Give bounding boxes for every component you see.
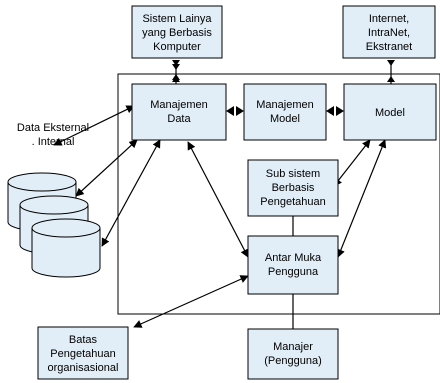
box-batas-line2: Pengetahuan (50, 348, 115, 360)
database-cylinder-3 (31, 218, 101, 278)
box-antar-muka-line2: Pengguna (268, 266, 319, 278)
box-batas-line1: Batas (69, 334, 98, 346)
data-label-line1: Data Eksternal (17, 122, 89, 134)
box-manajemen-model: Manajemen Model (243, 83, 327, 141)
box-manajer: Manajer (Pengguna) (247, 328, 339, 380)
data-label-line2: . Internal (32, 136, 75, 148)
box-manajemen-data: Manajemen Data (131, 83, 227, 141)
connectors (53, 60, 395, 329)
box-manajemen-model-line1: Manajemen (256, 99, 313, 111)
box-manajer-line1: Manajer (273, 341, 313, 353)
box-model: Model (343, 83, 437, 141)
box-internet-line2: IntraNet, (368, 27, 410, 39)
box-manajer-line2: (Pengguna) (264, 355, 322, 367)
box-sistem-lain-line2: yang Berbasis (142, 27, 212, 39)
box-sistem-lain-line3: Komputer (153, 41, 201, 53)
box-batas-line3: organisasional (48, 362, 119, 374)
box-model-line1: Model (375, 107, 405, 119)
box-manajemen-data-line2: Data (167, 113, 191, 125)
box-manajemen-data-line1: Manajemen (150, 99, 207, 111)
box-manajemen-model-line2: Model (270, 113, 300, 125)
box-internet-line3: Ekstranet (366, 41, 412, 53)
box-sub-sistem-line1: Sub sistem (266, 168, 320, 180)
database-icon (7, 172, 101, 278)
box-antar-muka-line1: Antar Muka (265, 252, 322, 264)
box-sub-sistem: Sub sistem Berbasis Pengetahuan (247, 159, 339, 217)
box-internet-line1: Internet, (369, 13, 409, 25)
box-internet: Internet, IntraNet, Ekstranet (342, 5, 436, 59)
box-sistem-lain-line1: Sistem Lainya (142, 13, 212, 25)
box-antar-muka: Antar Muka Pengguna (247, 235, 339, 295)
box-sub-sistem-line2: Berbasis (272, 182, 315, 194)
box-sistem-lain: Sistem Lainya yang Berbasis Komputer (131, 5, 223, 59)
box-sub-sistem-line3: Pengetahuan (260, 196, 325, 208)
box-batas: Batas Pengetahuan organisasional (37, 326, 129, 380)
